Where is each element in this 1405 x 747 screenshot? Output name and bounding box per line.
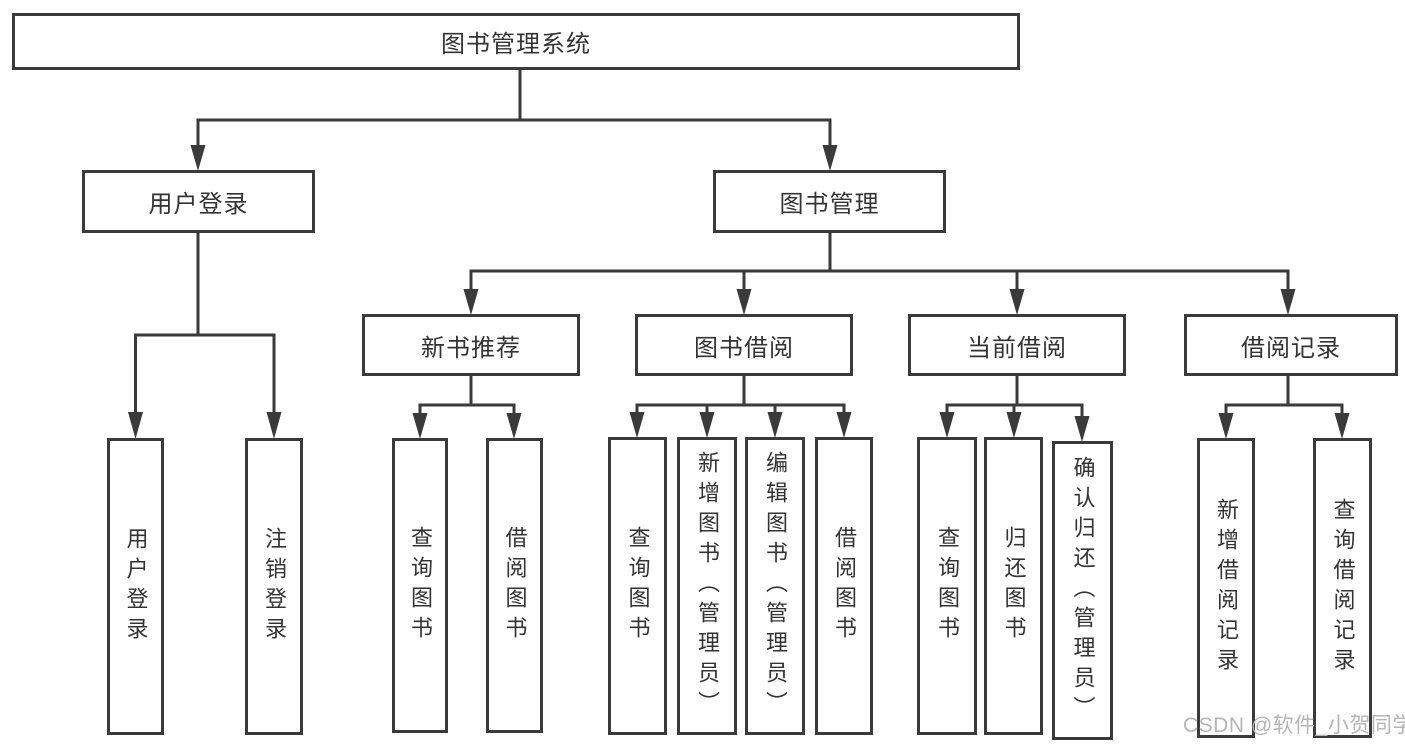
node-user-login: 用户登录	[82, 170, 315, 233]
leaf-borrow-query-label: 查询图书	[625, 526, 651, 646]
node-current-borrow-label: 当前借阅	[967, 334, 1067, 362]
leaf-current-query-label: 查询图书	[935, 526, 960, 646]
node-book-management: 图书管理	[713, 170, 946, 233]
leaf-confirm-return-admin: 确认归还（管理员）	[1052, 441, 1113, 740]
leaf-confirm-return-admin-label: 确认归还（管理员）	[1070, 455, 1096, 726]
leaf-borrow-query: 查询图书	[608, 437, 667, 735]
leaf-add-borrow-record-label: 新增借阅记录	[1214, 498, 1239, 678]
leaf-newbook-borrow-label: 借阅图书	[502, 525, 528, 646]
node-user-login-label: 用户登录	[148, 191, 249, 218]
node-root-system: 图书管理系统	[12, 13, 1020, 70]
leaf-newbook-query-label: 查询图书	[408, 525, 433, 646]
leaf-return-book-label: 归还图书	[1001, 526, 1027, 646]
node-borrow-records: 借阅记录	[1184, 314, 1398, 376]
leaf-return-book: 归还图书	[984, 437, 1043, 735]
node-new-book-recommend: 新书推荐	[362, 314, 580, 376]
leaf-borrow-edit-admin: 编辑图书（管理员）	[745, 437, 805, 735]
node-book-borrow-label: 图书借阅	[694, 334, 794, 362]
node-root-system-label: 图书管理系统	[441, 31, 591, 58]
leaf-newbook-query: 查询图书	[392, 438, 448, 733]
leaf-borrow-add-admin-label: 新增图书（管理员）	[695, 451, 720, 721]
leaf-logout: 注销登录	[245, 438, 303, 735]
node-book-management-label: 图书管理	[779, 191, 880, 218]
leaf-newbook-borrow: 借阅图书	[486, 438, 543, 733]
node-current-borrow: 当前借阅	[908, 314, 1126, 376]
node-borrow-records-label: 借阅记录	[1241, 334, 1341, 362]
leaf-query-borrow-record-label: 查询借阅记录	[1330, 498, 1356, 678]
watermark: CSDN @软件_小贺同学	[1183, 714, 1405, 737]
leaf-current-query: 查询图书	[917, 437, 977, 735]
leaf-user-login-label: 用户登录	[123, 526, 149, 647]
leaf-query-borrow-record: 查询借阅记录	[1313, 438, 1372, 738]
leaf-user-login: 用户登录	[107, 438, 164, 735]
node-new-book-recommend-label: 新书推荐	[421, 334, 521, 362]
leaf-borrow-edit-admin-label: 编辑图书（管理员）	[763, 451, 788, 721]
leaf-logout-label: 注销登录	[262, 526, 287, 647]
leaf-borrow-book-label: 借阅图书	[832, 526, 857, 646]
leaf-borrow-book: 借阅图书	[815, 437, 873, 735]
leaf-add-borrow-record: 新增借阅记录	[1197, 438, 1255, 738]
leaf-borrow-add-admin: 新增图书（管理员）	[677, 437, 737, 735]
node-book-borrow: 图书借阅	[635, 314, 853, 376]
